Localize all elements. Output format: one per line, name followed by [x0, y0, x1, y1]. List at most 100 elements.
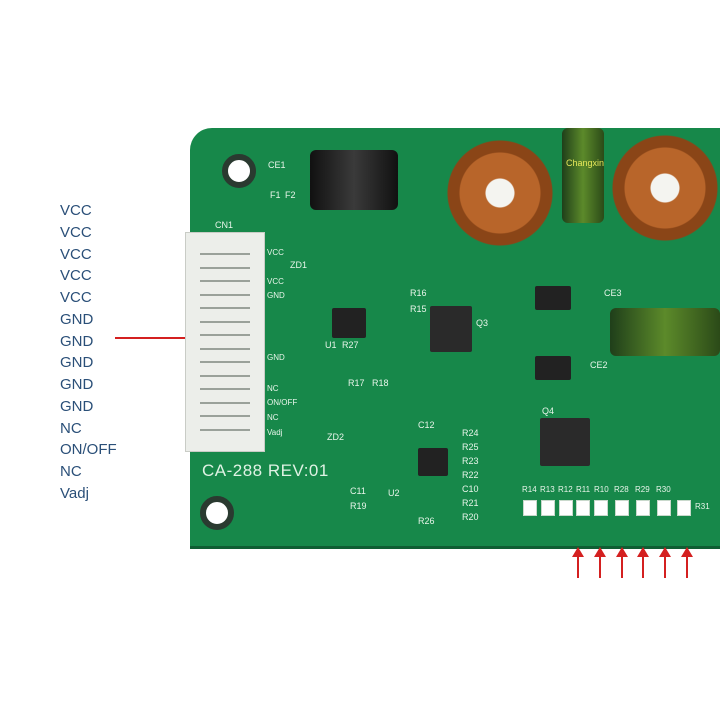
silk-label: R24	[462, 428, 479, 438]
mounting-hole	[222, 154, 256, 188]
pin-label: GND	[60, 333, 94, 350]
pad-label: ON/OFF	[267, 398, 298, 407]
silk-label: R18	[372, 378, 389, 388]
silk-label: R21	[462, 498, 479, 508]
silk-label: CE2	[590, 360, 608, 370]
silk-label: R19	[350, 501, 367, 511]
silk-label: R22	[462, 470, 479, 480]
board-model: CA-288 REV:01	[202, 461, 329, 480]
pad-label: NC	[267, 384, 279, 393]
resistor	[677, 500, 691, 516]
connector-pin	[200, 280, 250, 282]
capacitor: Changxin	[562, 128, 604, 223]
mounting-hole	[200, 496, 234, 530]
resistor	[541, 500, 555, 516]
silk-label: C10	[462, 484, 479, 494]
pin-label: VCC	[60, 289, 92, 306]
arrow-right-icon	[115, 331, 197, 345]
silk-label: R29	[635, 485, 650, 494]
connector-pin	[200, 428, 250, 431]
connector-pin	[200, 266, 250, 269]
resistor	[594, 500, 608, 516]
silk-label: R10	[594, 485, 609, 494]
connector-pin	[200, 307, 250, 309]
silk-label: R26	[418, 516, 435, 526]
silk-label: Q4	[542, 406, 555, 416]
connector-pin	[200, 388, 250, 390]
resistor	[657, 500, 671, 516]
connector-pin	[200, 415, 250, 417]
silk-label: R27	[342, 340, 359, 350]
connector-pin	[200, 347, 250, 350]
silk-label: R23	[462, 456, 479, 466]
pin-label: Vadj	[60, 485, 89, 502]
silk-label: R28	[614, 485, 629, 494]
silk-label: Q3	[476, 318, 489, 328]
toroid-inductor	[445, 138, 555, 248]
pad-label: VCC	[267, 277, 284, 286]
pin-label: NC	[60, 463, 82, 480]
pin-label: VCC	[60, 267, 92, 284]
silk-label: R11	[576, 485, 591, 494]
silk-label: CE1	[268, 160, 286, 170]
connector-pin	[200, 253, 250, 255]
arrow-up-icon	[572, 547, 584, 578]
silk-label: ZD1	[290, 260, 308, 270]
arrow-up-icon	[616, 547, 628, 578]
silk-label: R14	[522, 485, 537, 494]
resistor	[523, 500, 537, 516]
pad-label: GND	[267, 291, 285, 300]
transistor	[430, 306, 472, 352]
capacitor	[310, 150, 398, 210]
diode	[535, 286, 571, 310]
diode	[535, 356, 571, 380]
arrow-up-icon	[681, 547, 693, 578]
silk-label: F1	[270, 190, 281, 200]
pad-label: GND	[267, 353, 285, 362]
connector-cn1	[185, 232, 265, 452]
pad-label: VCC	[267, 248, 284, 257]
silk-label: R20	[462, 512, 479, 522]
silk-label: R17	[348, 378, 365, 388]
pin-label: GND	[60, 311, 94, 328]
ic-chip	[332, 308, 366, 338]
pin-label: NC	[60, 420, 82, 437]
pin-label: GND	[60, 376, 94, 393]
silk-label: CE3	[604, 288, 622, 298]
resistor	[615, 500, 629, 516]
pad-label: Vadj	[267, 428, 283, 437]
pin-label: GND	[60, 398, 94, 415]
capacitor	[610, 308, 720, 356]
silk-label: ZD2	[327, 432, 345, 442]
resistor	[559, 500, 573, 516]
silk-label: CN1	[215, 220, 234, 230]
transistor	[540, 418, 590, 466]
silk-label: R12	[558, 485, 573, 494]
connector-pin	[200, 334, 250, 336]
resistor	[576, 500, 590, 516]
silk-label: R16	[410, 288, 427, 298]
pcb-board: CA-288 REV:01 Changxin CE1 CN1 F1 F2 ZD1…	[190, 128, 720, 549]
connector-pin	[200, 320, 250, 323]
arrow-up-icon	[637, 547, 649, 578]
ic-chip	[418, 448, 448, 476]
silk-label: R13	[540, 485, 555, 494]
arrow-up-icon	[594, 547, 606, 578]
capacitor-brand: Changxin	[566, 158, 605, 168]
pin-label: GND	[60, 354, 94, 371]
connector-pin	[200, 401, 250, 404]
silk-label: R31	[695, 502, 710, 511]
resistor	[636, 500, 650, 516]
silk-label: R30	[656, 485, 671, 494]
silk-label: R25	[462, 442, 479, 452]
pin-label: VCC	[60, 224, 92, 241]
pin-label: ON/OFF	[60, 441, 117, 458]
silk-label: U2	[388, 488, 400, 498]
connector-pin	[200, 361, 250, 363]
arrow-up-icon	[659, 547, 671, 578]
pin-label: VCC	[60, 246, 92, 263]
pin-label: VCC	[60, 202, 92, 219]
silk-label: C12	[418, 420, 435, 430]
pad-label: NC	[267, 413, 279, 422]
connector-pin	[200, 374, 250, 377]
